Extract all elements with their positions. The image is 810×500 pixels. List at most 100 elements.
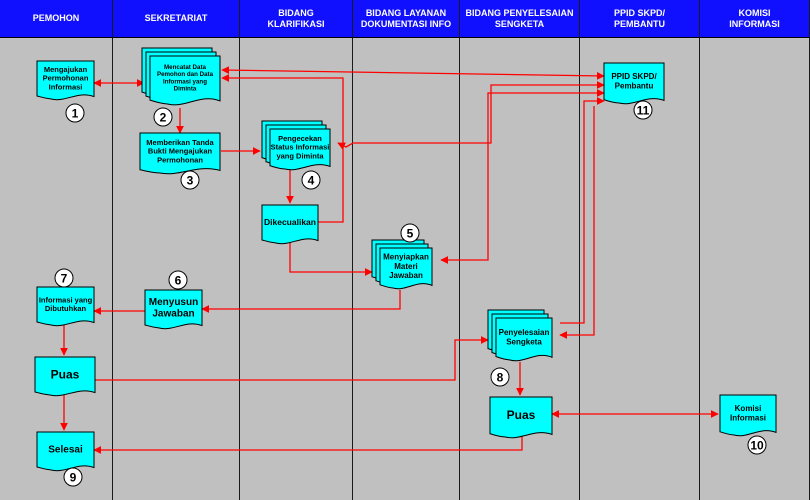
node-memberikan-shape: [139, 132, 221, 175]
step-number-5: 5: [400, 223, 420, 243]
step-number-label: 11: [637, 104, 650, 118]
node-puas1-label: Puas: [51, 367, 80, 381]
node-pengecekan-label: Pengecekan: [278, 134, 322, 143]
node-mencatat-label: Diminta: [174, 85, 197, 92]
step-number-7: 7: [54, 268, 74, 288]
arrow-puas-selesai-final: [93, 436, 523, 454]
step-number-9: 9: [63, 467, 83, 487]
lane-bidang-klarifikasi: [240, 0, 353, 500]
node-mencatat-label: Mencatat Data: [164, 64, 207, 71]
step-number-circle: [301, 170, 321, 190]
step-number-circle: [490, 367, 510, 387]
step-number-2: 2: [153, 107, 173, 127]
step-number-label: 4: [308, 174, 315, 188]
arrow-ppid-pengecekan: [337, 81, 605, 150]
node-pengecekan-shape: [269, 128, 331, 171]
node-puas2-label: Puas: [507, 408, 536, 422]
step-number-3: 3: [180, 170, 200, 190]
node-informasi-label: Informasi yang: [39, 295, 93, 304]
step-number-11: 11: [633, 100, 653, 120]
step-number-10: 10: [747, 435, 767, 455]
node-dikecualikan-shape: [261, 204, 319, 245]
step-number-label: 9: [70, 471, 77, 485]
node-selesai: Selesai: [36, 431, 95, 472]
step-number-circle: [400, 223, 420, 243]
node-mencatat-label: Pemohon dan Data: [157, 71, 214, 78]
arrow-ppid-mencatat: [221, 66, 605, 80]
arrow-ppid-penyelesaian: [559, 106, 595, 339]
step-number-circle: [180, 170, 200, 190]
node-puas1-shape: [34, 356, 96, 397]
lane-header-komisi: KOMISI INFORMASI: [700, 0, 810, 38]
step-number-label: 8: [497, 371, 504, 385]
node-menyiapkan-label: Materi: [394, 262, 418, 271]
step-number-circle: [153, 107, 173, 127]
node-mengajukan-label: Permohonan: [43, 74, 89, 83]
node-menyiapkan-label: Menyiapkan: [383, 253, 429, 262]
node-mengajukan-label: Mengajukan: [44, 65, 88, 74]
node-dikecualikan: Dikecualikan: [261, 204, 319, 245]
arrow-ppid-menyiapkan: [440, 89, 605, 264]
node-menyiapkan-shape: [379, 247, 433, 290]
lane-header-sekretariat: SEKRETARIAT: [113, 0, 240, 38]
node-mengajukan-label: Informasi: [49, 82, 83, 91]
node-pengecekan-label: Status Informasi: [271, 143, 330, 152]
step-number-8: 8: [490, 367, 510, 387]
step-number-circle: [747, 435, 767, 455]
step-number-label: 7: [61, 272, 68, 286]
lane-header-pemohon: PEMOHON: [0, 0, 113, 38]
step-number-label: 2: [160, 111, 167, 125]
step-number-circle: [54, 268, 74, 288]
node-informasi-shape: [36, 286, 95, 327]
step-number-circle: [63, 467, 83, 487]
node-penyelesaian-shape: [495, 317, 553, 362]
node-menyusun-shape: [144, 289, 203, 330]
node-puas2-shape: [489, 396, 553, 439]
step-number-circle: [633, 100, 653, 120]
lane-header-bidang-penyelesaian: BIDANG PENYELESAIAN SENGKETA: [460, 0, 580, 38]
step-number-1: 1: [65, 103, 85, 123]
node-mengajukan-shape: [36, 60, 95, 101]
node-penyelesaian-label: Penyelesaian: [499, 328, 550, 337]
node-menyusun-label: Menyusun: [149, 297, 198, 308]
step-number-4: 4: [301, 170, 321, 190]
node-selesai-shape: [36, 431, 95, 472]
arrow-puas-penyelesaian: [95, 336, 489, 381]
arrow-menyiapkan-menyusun: [201, 290, 401, 313]
node-ppid: PPID SKPD/Pembantu: [603, 62, 665, 105]
step-number-label: 10: [750, 439, 764, 453]
step-number-circle: [168, 270, 188, 290]
node-selesai-label: Selesai: [48, 445, 83, 456]
lane-header-bidang-layanan: BIDANG LAYANAN DOKUMENTASI INFO: [353, 0, 460, 38]
node-ppid-label: PPID SKPD/: [611, 72, 657, 81]
node-ppid-shape: [603, 62, 665, 105]
step-number-circle: [65, 103, 85, 123]
node-puas1: Puas: [34, 356, 96, 397]
node-memberikan-label: Bukti Mengajukan: [148, 147, 213, 156]
node-menyiapkan-label: Jawaban: [389, 271, 423, 280]
step-number-6: 6: [168, 270, 188, 290]
node-ppid-label: Pembantu: [615, 81, 654, 90]
node-puas2: Puas: [489, 396, 553, 439]
node-komisi-shape: [719, 394, 777, 437]
lane-header-ppid: PPID SKPD/ PEMBANTU: [580, 0, 700, 38]
node-memberikan-label: Permohonan: [157, 155, 203, 164]
node-informasi-label: Dibutuhkan: [45, 304, 87, 313]
arrow-dikecualikan-menyiapkan: [289, 242, 373, 276]
step-number-label: 5: [407, 227, 414, 241]
step-number-label: 6: [175, 274, 182, 288]
step-number-label: 1: [72, 107, 79, 121]
node-dikecualikan-label: Dikecualikan: [264, 217, 316, 227]
node-mencatat-shape: [149, 55, 221, 106]
